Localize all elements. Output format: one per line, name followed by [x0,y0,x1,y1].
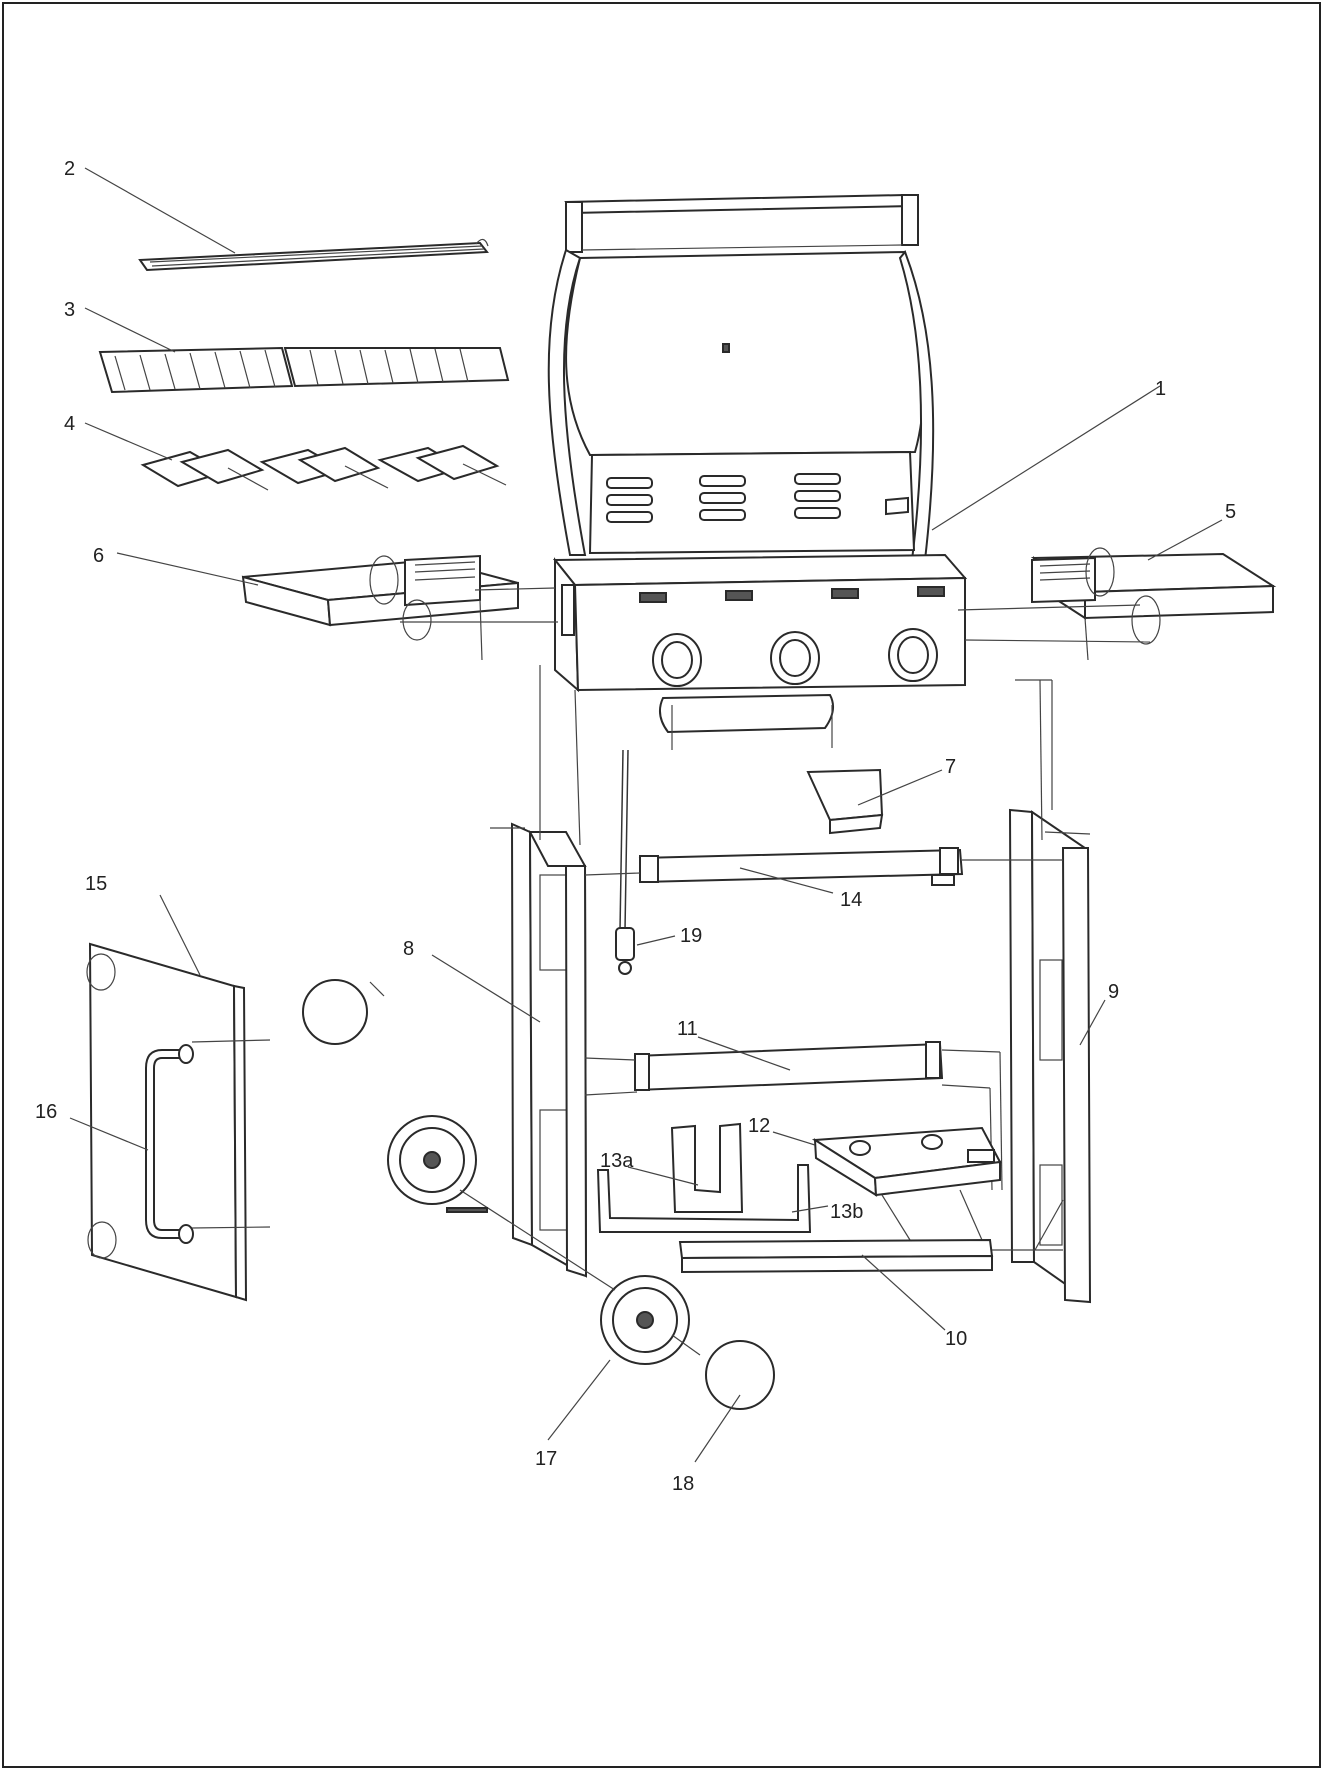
part-7-grease-tray [806,768,884,835]
part-4-flame-tamers [140,444,507,491]
label-part-3: 3 [64,299,75,321]
label-part-5: 5 [1225,501,1236,523]
leader-lines [69,167,1223,1463]
control-knobs [652,628,938,687]
label-part-1: 1 [1155,378,1166,400]
part-11-middle-crossbar [584,1041,1003,1191]
label-part-15: 15 [85,873,107,895]
label-part-18: 18 [672,1473,694,1495]
assembly-guide-lines [400,587,1151,846]
part-5-right-side-shelf [1030,547,1277,661]
label-part-13a: 13a [600,1150,634,1172]
part-13b-bottom-support [596,1164,812,1233]
part-13a-bracket [670,1122,744,1213]
label-part-12: 12 [748,1115,770,1137]
label-part-4: 4 [64,413,75,435]
part-1-grill-head [547,193,968,750]
part-8-left-side-frame [510,822,588,1278]
label-part-17: 17 [535,1448,557,1470]
part-19-gas-hose-regulator [615,749,635,975]
part-6-left-side-shelf [241,554,519,661]
part-12-tank-holder [811,1126,1002,1241]
part-14-top-crossbar [584,847,1063,886]
part-2-warming-rack [138,238,489,272]
part-15-door [86,942,248,1302]
label-part-13b: 13b [830,1201,863,1223]
part-9-right-side-frame [1008,808,1092,1304]
part-16-door-handle [145,1039,271,1244]
part-18-wheel-caps [302,979,775,1410]
label-part-7: 7 [945,756,956,778]
label-part-10: 10 [945,1328,967,1350]
part-number-labels: 2 3 4 1 5 6 7 15 14 19 8 9 11 16 12 13a … [35,158,1236,1495]
label-part-6: 6 [93,545,104,567]
label-part-16: 16 [35,1101,57,1123]
label-part-14: 14 [840,889,862,911]
label-part-2: 2 [64,158,75,180]
label-part-8: 8 [403,938,414,960]
part-3-cooking-grates [98,346,510,394]
label-part-11: 11 [677,1018,698,1040]
label-part-19: 19 [680,925,702,947]
part-10-bottom-crossbar [678,1199,1064,1274]
label-part-9: 9 [1108,981,1119,1003]
part-17-wheels [369,981,701,1365]
